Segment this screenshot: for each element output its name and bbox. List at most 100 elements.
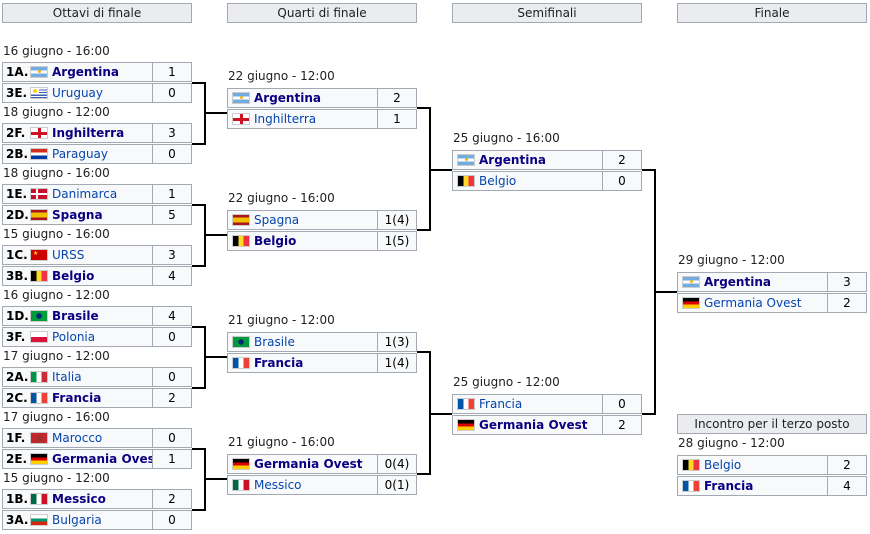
team-name-link[interactable]: Messico (52, 492, 106, 506)
seed-label: 3F. (6, 330, 26, 344)
match-date: 17 giugno - 16:00 (3, 410, 110, 424)
team-name-link[interactable]: Argentina (254, 91, 321, 105)
team-name-link[interactable]: Belgio (704, 458, 742, 472)
team-cell: 2E.Germania Ovest (2, 449, 153, 469)
team-name-link[interactable]: Danimarca (52, 187, 118, 201)
seed-label: 2F. (6, 126, 26, 140)
flag-brazil-icon (30, 310, 48, 322)
team-name-link[interactable]: Marocco (52, 431, 103, 445)
score-cell: 2 (377, 88, 417, 108)
team-cell: 1E.Danimarca (2, 184, 153, 204)
flag-belgium-icon (30, 270, 48, 282)
team-cell: 1C.★URSS (2, 245, 153, 265)
team-name-link[interactable]: Francia (52, 391, 102, 405)
flag-west-germany-icon (30, 453, 48, 465)
flag-france-icon (30, 392, 48, 404)
flag-belgium-icon (457, 175, 475, 187)
flag-paraguay-icon (30, 148, 48, 160)
score-cell: 3 (152, 245, 192, 265)
score-cell: 5 (152, 205, 192, 225)
score-cell: 0(1) (377, 475, 417, 495)
score-cell: 2 (152, 388, 192, 408)
seed-label: 2A. (6, 370, 29, 384)
team-name-link[interactable]: Polonia (52, 330, 96, 344)
team-name-link[interactable]: Belgio (52, 269, 95, 283)
team-cell: 3F. Polonia (2, 327, 153, 347)
team-name-link[interactable]: Brasile (254, 335, 295, 349)
team-name-link[interactable]: Francia (479, 397, 523, 411)
match-date: 22 giugno - 12:00 (228, 69, 335, 83)
match-date: 16 giugno - 12:00 (3, 288, 110, 302)
flag-denmark-icon (30, 188, 48, 200)
flag-france-icon (457, 398, 475, 410)
seed-label: 2D. (6, 208, 29, 222)
score-cell: 4 (827, 476, 867, 496)
header-third-place: Incontro per il terzo posto (677, 414, 867, 434)
team-name-link[interactable]: Germania Ovest (479, 418, 588, 432)
team-name-link[interactable]: Paraguay (52, 147, 109, 161)
team-cell: 1D. Brasile (2, 306, 153, 326)
team-name-link[interactable]: Inghilterra (52, 126, 125, 140)
seed-label: 1F. (6, 431, 26, 445)
seed-label: 3A. (6, 513, 29, 527)
team-name-link[interactable]: Brasile (52, 309, 99, 323)
match-date: 21 giugno - 12:00 (228, 313, 335, 327)
seed-label: 3E. (6, 86, 28, 100)
flag-france-icon (682, 480, 700, 492)
team-cell: Francia (227, 353, 378, 373)
team-name-link[interactable]: Argentina (52, 65, 119, 79)
team-cell: Germania Ovest (677, 293, 828, 313)
team-name-link[interactable]: Inghilterra (254, 112, 317, 126)
team-cell: Messico (227, 475, 378, 495)
team-cell: Brasile (227, 332, 378, 352)
team-name-link[interactable]: URSS (52, 248, 85, 262)
flag-mexico-icon (30, 493, 48, 505)
score-cell: 0 (152, 144, 192, 164)
flag-england-icon (232, 113, 250, 125)
score-cell: 1 (152, 449, 192, 469)
team-row: 2D. Spagna 5 (2, 205, 192, 225)
team-name-link[interactable]: Messico (254, 478, 302, 492)
team-row: Argentina 2 (227, 88, 417, 108)
score-cell: 2 (827, 455, 867, 475)
team-name-link[interactable]: Germania Ovest (254, 457, 363, 471)
match-date: 15 giugno - 12:00 (3, 471, 110, 485)
team-cell: 3B.Belgio (2, 266, 153, 286)
team-name-link[interactable]: Germania Ovest (52, 452, 153, 466)
team-name-link[interactable]: Argentina (704, 275, 771, 289)
team-name-link[interactable]: Argentina (479, 153, 546, 167)
team-name-link[interactable]: Spagna (52, 208, 103, 222)
team-name-link[interactable]: Italia (52, 370, 82, 384)
team-name-link[interactable]: Germania Ovest (704, 296, 802, 310)
team-name-link[interactable]: Francia (254, 356, 304, 370)
team-cell: 3A. Bulgaria (2, 510, 153, 530)
flag-west-germany-icon (682, 297, 700, 309)
match-date: 28 giugno - 12:00 (678, 436, 785, 450)
header-final: Finale (677, 3, 867, 23)
flag-spain-icon (30, 209, 48, 221)
team-row: Spagna 1(4) (227, 210, 417, 230)
team-cell: 1F.☆Marocco (2, 428, 153, 448)
score-cell: 1(4) (377, 210, 417, 230)
team-name-link[interactable]: Belgio (254, 234, 297, 248)
score-cell: 1 (152, 62, 192, 82)
team-row: Belgio 2 (677, 455, 867, 475)
team-row: Francia 4 (677, 476, 867, 496)
team-name-link[interactable]: Bulgaria (52, 513, 102, 527)
score-cell: 0 (152, 327, 192, 347)
team-name-link[interactable]: Francia (704, 479, 754, 493)
team-name-link[interactable]: Belgio (479, 174, 517, 188)
seed-label: 1D. (6, 309, 29, 323)
team-cell: 2B.Paraguay (2, 144, 153, 164)
team-name-link[interactable]: Uruguay (52, 86, 103, 100)
team-name-link[interactable]: Spagna (254, 213, 300, 227)
